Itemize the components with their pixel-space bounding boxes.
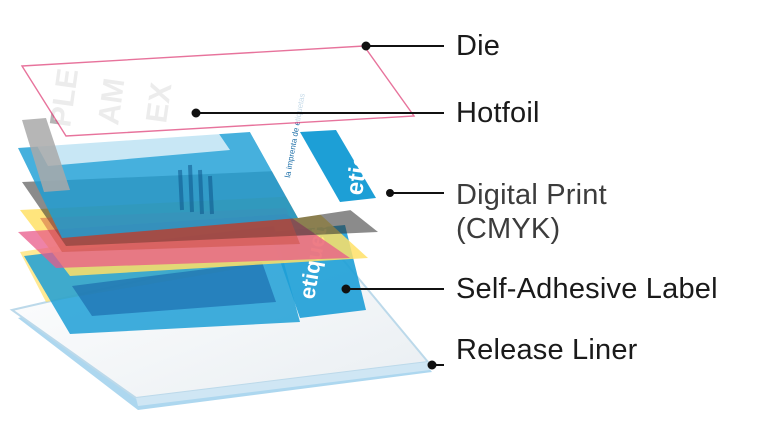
digital-print-label: Digital Print xyxy=(456,179,607,211)
digital-print-sublabel: (CMYK) xyxy=(456,213,561,245)
leader-lines xyxy=(191,41,444,370)
self-adhesive-label-text: Self-Adhesive Label xyxy=(456,273,718,305)
self-adhesive-dot xyxy=(341,284,351,294)
release-liner-label: Release Liner xyxy=(456,334,638,366)
release-liner-dot xyxy=(427,360,437,370)
hotfoil-dot xyxy=(191,108,201,118)
die-dot xyxy=(361,41,371,51)
die-label: Die xyxy=(456,30,501,62)
hotfoil-label: Hotfoil xyxy=(456,97,540,129)
digital-print-dot xyxy=(386,189,394,197)
